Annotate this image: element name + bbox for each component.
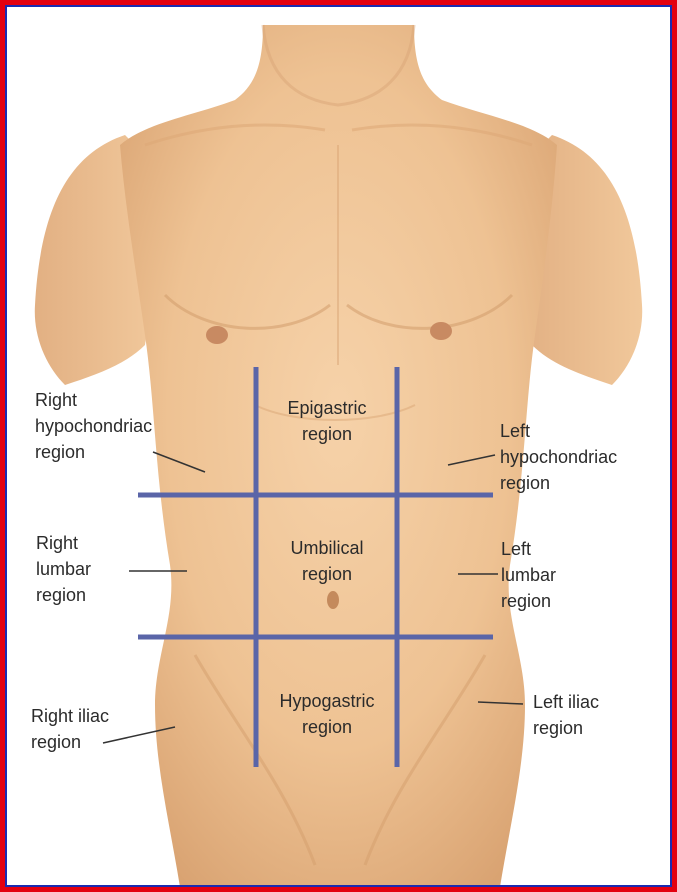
nipple-left [430,322,452,340]
label-left-iliac: Left iliac region [533,689,599,741]
label-right-iliac: Right iliac region [31,703,109,755]
label-left-hypochondriac: Left hypochondriac region [500,418,617,496]
label-right-lumbar: Right lumbar region [36,530,91,608]
label-left-lumbar: Left lumbar region [501,536,556,614]
label-umbilical: Umbilical region [263,535,391,587]
label-epigastric: Epigastric region [263,395,391,447]
label-hypogastric: Hypogastric region [255,688,399,740]
label-right-hypochondriac: Right hypochondriac region [35,387,152,465]
navel [327,591,339,609]
nipple-right [206,326,228,344]
